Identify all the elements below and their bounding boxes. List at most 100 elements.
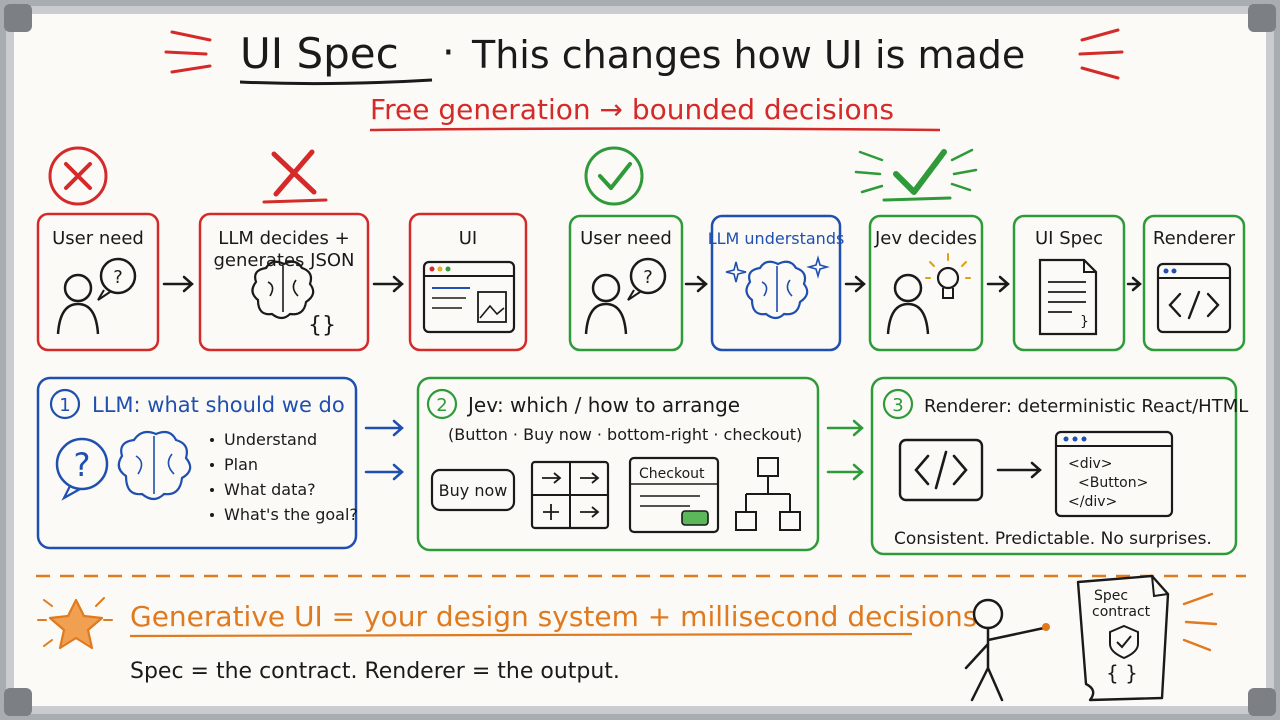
buy-now-button-sketch: Buy now [430, 468, 516, 512]
bullet-item: What's the goal? [224, 505, 358, 524]
corner-bracket [4, 4, 32, 32]
code-line: </div> [1068, 494, 1117, 510]
arrow-icon [684, 275, 708, 293]
panel-2-subtitle: (Button · Buy now · bottom-right · check… [448, 425, 802, 444]
title-main: UI Spec [240, 29, 399, 78]
ui-spec-label: UI Spec [1035, 228, 1103, 249]
doc-line-2: contract [1092, 604, 1151, 620]
corner-bracket [4, 688, 32, 716]
brain-icon [745, 260, 809, 320]
doc-braces: { } [1106, 661, 1138, 685]
renderer-label: Renderer [1153, 228, 1236, 249]
star-icon [37, 597, 113, 650]
sparkle-icon [725, 255, 830, 283]
arrow-icon [826, 419, 864, 481]
question-bubble-icon: ? [55, 437, 109, 501]
bullet-item: Plan [224, 455, 258, 474]
code-icon [898, 438, 984, 502]
ui-spec-box [1012, 214, 1126, 352]
person-lightbulb-icon [886, 253, 971, 335]
panel-1-frame [36, 376, 358, 550]
step-2-circle [426, 388, 458, 420]
wrong-flow: User need ? LLM decides + generates JSON… [36, 146, 528, 352]
bullet-item: What data? [224, 480, 316, 499]
shield-icon [1109, 624, 1139, 660]
step-2-number: 2 [436, 395, 447, 416]
panel-2-frame [416, 376, 820, 552]
llm-understands-box [710, 214, 842, 352]
bottom-headline: Generative UI = your design system + mil… [130, 600, 977, 633]
wrong-user-need-box [36, 212, 160, 352]
panel-3-frame [870, 376, 1238, 556]
panel-3-footer: Consistent. Predictable. No surprises. [894, 529, 1212, 549]
right-user-need-label: User need [580, 228, 672, 249]
wrong-user-need-label: User need [52, 228, 144, 249]
step-3-circle [882, 388, 914, 420]
right-flow: User need ? LLM understands Jev decides [568, 146, 1246, 352]
jev-decides-label: Jev decides [874, 228, 977, 249]
emphasis-marks-left [164, 30, 212, 74]
hierarchy-icon [735, 457, 801, 531]
stick-figure-icon [964, 598, 1050, 702]
panel-2-title: Jev: which / how to arrange [466, 393, 740, 417]
checkout-card-icon: Checkout [628, 456, 720, 534]
check-mark-icon [854, 148, 978, 202]
person-question-icon: ? [584, 257, 667, 335]
wrong-llm-label-line2: generates JSON [213, 250, 354, 271]
svg-text:}: } [1080, 314, 1089, 330]
title-group: UI Spec · This changes how UI is made Fr… [164, 28, 1124, 132]
llm-understands-label: LLM understands [708, 229, 845, 248]
spec-contract-document-icon: Spec contract { } [1076, 574, 1170, 702]
corner-bracket [1248, 4, 1276, 32]
code-line: <Button> [1078, 475, 1148, 491]
title-separator: · [442, 30, 455, 76]
arrow-icon [996, 461, 1042, 479]
panel-3-title: Renderer: deterministic React/HTML [924, 396, 1248, 417]
wrong-ui-label: UI [459, 228, 477, 249]
checkout-label: Checkout [639, 466, 705, 482]
panel-1-title: LLM: what should we do [92, 393, 345, 417]
jev-decides-box [868, 214, 984, 352]
brain-icon [251, 260, 315, 320]
renderer-box [1142, 214, 1246, 352]
layout-grid-icon [530, 460, 610, 530]
title-rest: This changes how UI is made [471, 33, 1025, 77]
panel-2: 2 Jev: which / how to arrange (Button · … [416, 376, 820, 552]
right-user-need-box [568, 214, 684, 352]
svg-text:?: ? [74, 446, 91, 484]
arrow-icon [364, 419, 404, 481]
svg-text:?: ? [643, 267, 653, 288]
panel-1: 1 LLM: what should we do ? Understand Pl… [36, 376, 358, 550]
wrong-ui-box [408, 212, 528, 352]
x-mark-icon [262, 149, 328, 204]
bottom-section: Generative UI = your design system + mil… [36, 574, 1246, 702]
code-window-icon [1156, 262, 1232, 334]
bullet-item: Understand [224, 430, 317, 449]
arrow-icon [162, 275, 194, 293]
buy-now-label: Buy now [439, 481, 508, 500]
wrong-llm-box [198, 212, 370, 352]
x-circle-icon [48, 146, 108, 206]
arrow-icon [986, 275, 1010, 293]
arrow-icon [372, 275, 404, 293]
braces-icon: {} [308, 313, 336, 338]
title-underline [239, 78, 433, 86]
step-1-circle [49, 388, 81, 420]
subtitle-underline [369, 127, 941, 132]
bottom-tagline: Spec = the contract. Renderer = the outp… [130, 659, 620, 684]
panel-1-bullets: Understand Plan What data? What's the go… [210, 430, 358, 524]
subtitle: Free generation → bounded decisions [370, 93, 894, 126]
person-question-icon: ? [56, 257, 137, 335]
emphasis-marks [1182, 592, 1218, 652]
emphasis-marks-right [1078, 28, 1124, 80]
wrong-llm-label-line1: LLM decides + [218, 228, 349, 249]
code-line: <div> [1068, 456, 1113, 472]
panel-3: 3 Renderer: deterministic React/HTML <di… [870, 376, 1248, 556]
document-icon: } [1038, 258, 1098, 336]
svg-text:?: ? [113, 267, 123, 288]
doc-line-1: Spec [1094, 588, 1128, 604]
board-surface [14, 14, 1266, 706]
html-output-window: <div> <Button> </div> [1054, 430, 1174, 518]
step-1-number: 1 [59, 395, 70, 416]
